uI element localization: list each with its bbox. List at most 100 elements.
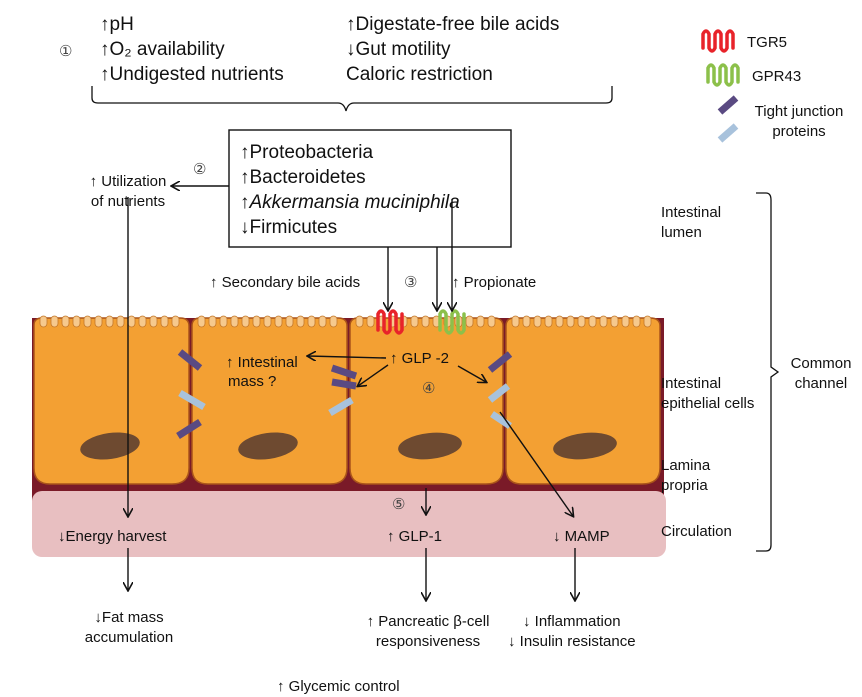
fat-mass-label: ↓Fat mass accumulation bbox=[62, 608, 196, 648]
microvillus bbox=[522, 315, 531, 328]
layer-common-line1: Common bbox=[790, 355, 852, 372]
layer-epithelial-line2: epithelial cells bbox=[661, 395, 755, 412]
legend-tgr5-label: TGR5 bbox=[747, 34, 788, 51]
fat-mass-line2: accumulation bbox=[84, 629, 174, 646]
fat-mass-line1: ↓Fat mass bbox=[94, 609, 164, 626]
layer-circulation-label: Circulation bbox=[661, 523, 732, 540]
microvillus bbox=[621, 315, 630, 328]
circulation-band bbox=[32, 491, 666, 557]
microvillus bbox=[94, 315, 103, 328]
microvillus bbox=[263, 315, 272, 328]
microvillus bbox=[149, 315, 158, 328]
microvillus bbox=[544, 315, 553, 328]
layer-lamina-line2: propria bbox=[661, 477, 708, 494]
arrow-glp2-to-tj-left bbox=[358, 364, 389, 386]
utilization-label: ↑ Utilization of nutrients bbox=[66, 172, 190, 212]
microvillus bbox=[296, 315, 305, 328]
microvillus bbox=[355, 315, 364, 328]
intestinal-mass-line1: ↑ Intestinal bbox=[226, 354, 298, 371]
microvilli bbox=[39, 315, 652, 328]
layer-lumen-label: Intestinal lumen bbox=[661, 203, 721, 243]
gpr43-legend-icon bbox=[706, 63, 740, 87]
microvillus bbox=[533, 315, 542, 328]
microbiota-firmicutes: ↓Firmicutes bbox=[240, 217, 338, 238]
condition-ph: ↑pH bbox=[100, 14, 134, 35]
microvillus bbox=[307, 315, 316, 328]
pancreatic-line2: responsiveness bbox=[375, 633, 481, 650]
condition-undigested: ↑Undigested nutrients bbox=[100, 64, 284, 85]
microvillus bbox=[588, 315, 597, 328]
microvillus bbox=[241, 315, 250, 328]
microvillus bbox=[487, 315, 496, 328]
pancreatic-label: ↑ Pancreatic β-cell responsiveness bbox=[348, 612, 508, 652]
tight-junction-legend-dark bbox=[717, 95, 739, 115]
utilization-line1: ↑ Utilization bbox=[89, 173, 167, 190]
intestinal-mass-line2: mass ? bbox=[228, 373, 277, 390]
legend-tight-junction-label: Tight junction proteins bbox=[744, 102, 854, 142]
step-marker-5: ⑤ bbox=[392, 496, 406, 513]
microvillus bbox=[160, 315, 169, 328]
propionate-label: ↑ Propionate bbox=[452, 274, 537, 291]
microvillus bbox=[610, 315, 619, 328]
mamp-label: ↓ MAMP bbox=[553, 528, 610, 545]
arrow-glp2-to-mass bbox=[308, 356, 387, 358]
microvillus bbox=[632, 315, 641, 328]
epithelial-cell-4 bbox=[505, 317, 661, 485]
step-marker-4: ④ bbox=[422, 380, 436, 397]
microvillus bbox=[366, 315, 375, 328]
pancreatic-line1: ↑ Pancreatic β-cell bbox=[366, 613, 490, 630]
epithelial-cell-3 bbox=[349, 317, 504, 485]
microvillus bbox=[329, 315, 338, 328]
microvillus bbox=[50, 315, 59, 328]
layers-bracket bbox=[756, 192, 780, 552]
epithelial-cell-2 bbox=[191, 317, 348, 485]
microvillus bbox=[285, 315, 294, 328]
step-marker-1: ① bbox=[59, 43, 73, 60]
microvillus bbox=[465, 315, 474, 328]
layer-lamina-line1: Lamina bbox=[661, 457, 711, 474]
microvillus bbox=[171, 315, 180, 328]
microbiota-proteobacteria: ↑Proteobacteria bbox=[240, 142, 374, 163]
microvillus bbox=[318, 315, 327, 328]
microvillus bbox=[61, 315, 70, 328]
layer-common-channel-label: Common channel bbox=[784, 354, 858, 394]
condition-caloric: Caloric restriction bbox=[346, 64, 493, 85]
microbiota-akkermansia: ↑Akkermansia muciniphila bbox=[240, 192, 460, 213]
insulin-resistance-label: ↓ Insulin resistance bbox=[508, 633, 636, 650]
microvillus bbox=[230, 315, 239, 328]
microvillus bbox=[83, 315, 92, 328]
microvillus bbox=[577, 315, 586, 328]
microvillus bbox=[105, 315, 114, 328]
microvillus bbox=[208, 315, 217, 328]
microvillus bbox=[410, 315, 419, 328]
glp1-label: ↑ GLP-1 bbox=[387, 528, 443, 545]
legend-gpr43-label: GPR43 bbox=[752, 68, 802, 85]
layer-lumen-line1: Intestinal bbox=[661, 204, 722, 221]
conditions-brace bbox=[91, 86, 613, 112]
inflammation-label: ↓ Inflammation bbox=[523, 613, 621, 630]
microvillus bbox=[127, 315, 136, 328]
microvillus bbox=[476, 315, 485, 328]
utilization-line2: of nutrients bbox=[90, 193, 166, 210]
tight-junction-proteins bbox=[176, 349, 513, 439]
condition-gut-motility: ↓Gut motility bbox=[346, 39, 451, 60]
glycemic-control-label: ↑ Glycemic control bbox=[277, 678, 400, 695]
microvillus bbox=[197, 315, 206, 328]
step-marker-3: ③ bbox=[404, 274, 418, 291]
microvillus bbox=[421, 315, 430, 328]
microvillus bbox=[138, 315, 147, 328]
epithelial-cell-1 bbox=[33, 317, 190, 485]
microvillus bbox=[39, 315, 48, 328]
microvillus bbox=[219, 315, 228, 328]
secondary-bile-acids-label: ↑ Secondary bile acids bbox=[210, 274, 361, 291]
microvillus bbox=[511, 315, 520, 328]
microvillus bbox=[274, 315, 283, 328]
step-marker-2: ② bbox=[193, 161, 207, 178]
microvillus bbox=[555, 315, 564, 328]
microvillus bbox=[72, 315, 81, 328]
microvillus bbox=[599, 315, 608, 328]
layer-epithelial-label: Intestinal epithelial cells bbox=[661, 374, 754, 414]
layer-lamina-label: Lamina propria bbox=[661, 456, 710, 496]
